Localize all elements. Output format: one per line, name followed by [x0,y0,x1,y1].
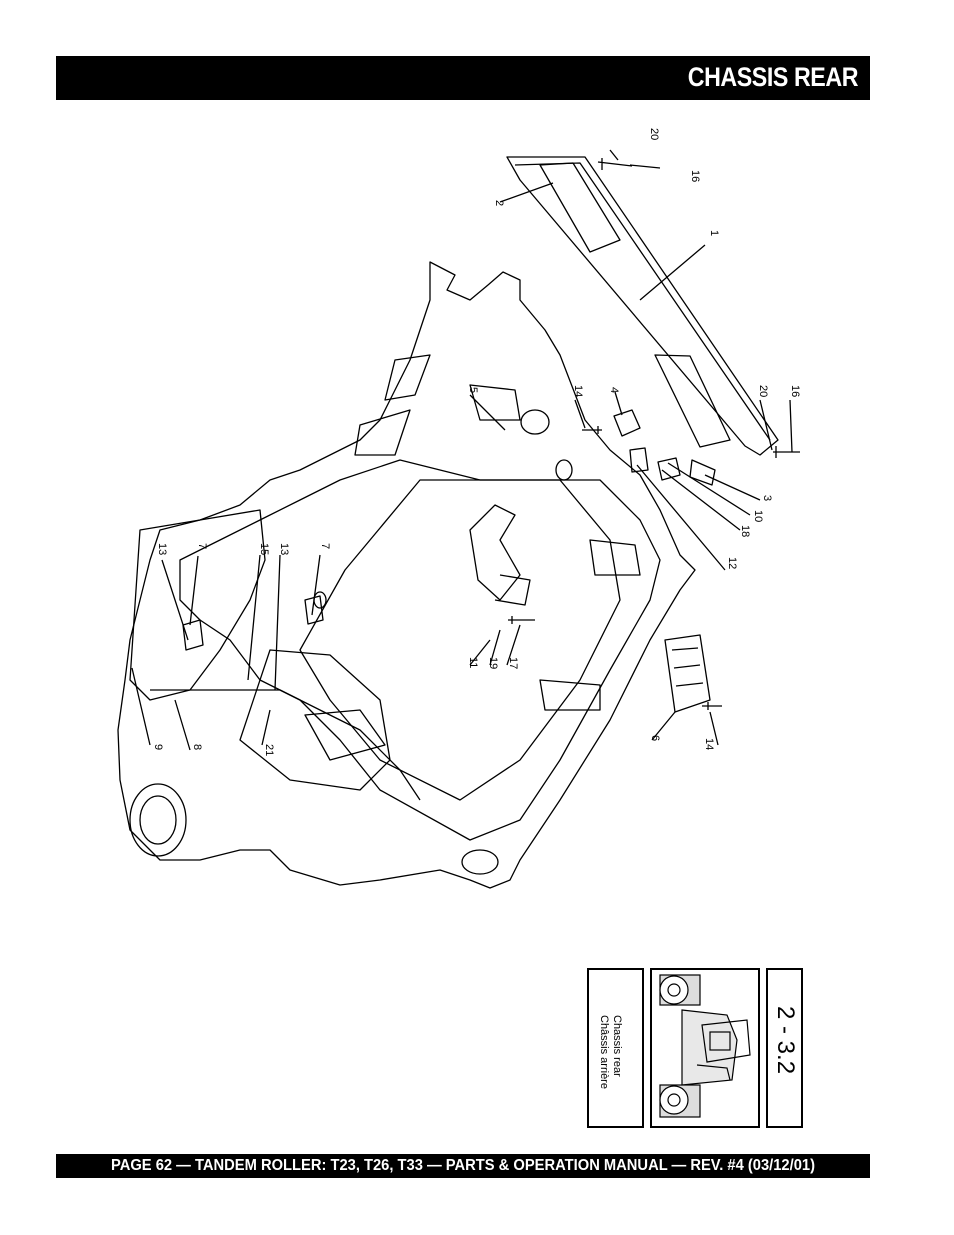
callout-label: 8 [191,744,203,750]
callout-label: 12 [726,557,738,569]
page-title: CHASSIS REAR [687,62,859,92]
thumbnail-caption-box: Chassis rear Châssis arrière [587,968,644,1128]
callout-label: 6 [649,735,661,741]
callout-label: 4 [608,387,620,393]
callout-label: 1 [708,230,720,236]
callout-label: 20 [757,385,769,397]
callout-label: 5 [467,387,479,393]
callout-labels: 20 16 2 1 14 4 5 20 16 3 10 18 12 13 7 1… [152,128,801,756]
callout-label: 7 [196,543,208,549]
thumbnail-section-box: 2 - 3.2 [766,968,803,1128]
callout-label: 16 [789,385,801,397]
callout-label: 3 [761,495,773,501]
callout-label: 9 [152,744,164,750]
callout-label: 2 [493,200,505,206]
header-bar: CHASSIS REAR [56,56,870,100]
footer-text: PAGE 62 — TANDEM ROLLER: T23, T26, T33 —… [110,1157,815,1174]
callout-label: 14 [572,385,584,397]
footer-bar: PAGE 62 — TANDEM ROLLER: T23, T26, T33 —… [56,1154,870,1178]
callout-label: 15 [258,543,270,555]
thumbnail-caption-en: Chassis rear [611,1015,623,1077]
callout-label: 7 [319,543,331,549]
callout-label: 10 [752,510,764,522]
callout-label: 13 [278,543,290,555]
callout-label: 20 [648,128,660,140]
callout-label: 11 [467,657,479,668]
callout-label: 16 [689,170,701,182]
callout-label: 13 [156,543,168,555]
roller-thumbnail-image [659,974,751,1118]
callout-label: 17 [507,657,519,669]
thumbnail-caption-fr: Châssis arrière [598,1015,610,1089]
callout-label: 19 [487,657,499,669]
callout-label: 18 [739,525,751,537]
section-number: 2 - 3.2 [772,1006,799,1075]
callout-label: 14 [703,738,715,750]
thumbnail-image-box [650,968,760,1128]
callout-label: 21 [263,744,275,756]
